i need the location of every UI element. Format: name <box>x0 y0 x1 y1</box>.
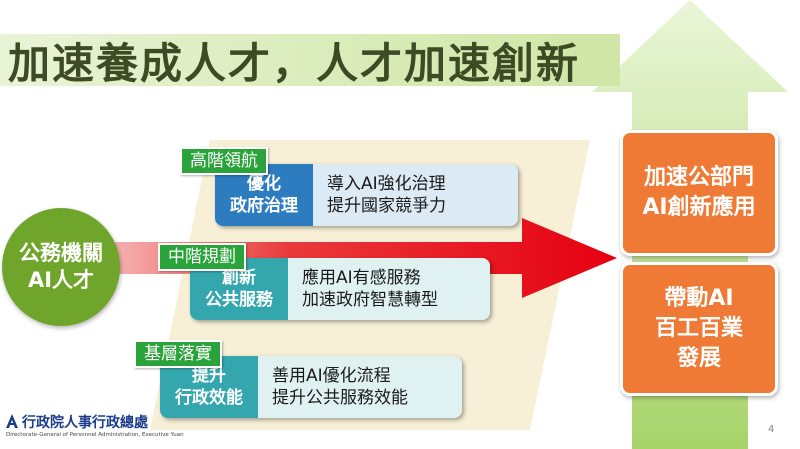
level-card-middle: 創新 公共服務 應用AI有感服務 加速政府智慧轉型 <box>190 258 490 320</box>
title-band <box>0 34 620 86</box>
outcome-industry-ai: 帶動AI 百工百業 發展 <box>620 262 778 396</box>
goal-line-2: 政府治理 <box>230 196 298 216</box>
level-tag-junior: 基層落實 <box>134 340 222 368</box>
organization-subtitle: Directorate-General of Personnel Adminis… <box>6 432 184 438</box>
level-tag-middle: 中階規劃 <box>158 243 246 271</box>
desc-line-1: 應用AI有感服務 <box>302 268 421 288</box>
outcome-line-3: 發展 <box>676 346 721 371</box>
level-card-senior-desc: 導入AI強化治理 提升國家競爭力 <box>313 164 518 226</box>
goal-line-2: 行政效能 <box>175 388 243 408</box>
goal-line-1: 提升 <box>192 366 226 386</box>
outcome-line-1: 加速公部門 <box>643 165 754 190</box>
circle-line-2: AI人才 <box>27 268 95 292</box>
page-number: 4 <box>768 424 775 435</box>
level-card-junior-desc: 善用AI優化流程 提升公共服務效能 <box>258 356 462 418</box>
goal-line-1: 創新 <box>222 268 256 288</box>
civil-service-ai-talent-circle: 公務機關 AI人才 <box>2 208 120 326</box>
organization-name: 行政院人事行政總處 <box>22 415 148 431</box>
level-card-junior: 提升 行政效能 善用AI優化流程 提升公共服務效能 <box>160 356 462 418</box>
level-tag-senior: 高階領航 <box>180 147 268 175</box>
organization-emblem-icon <box>6 414 18 428</box>
outcome-line-1: 帶動AI <box>664 286 734 311</box>
circle-line-1: 公務機關 <box>19 241 103 265</box>
page-title: 加速養成人才，人才加速創新 <box>8 39 581 88</box>
desc-line-2: 加速政府智慧轉型 <box>302 290 438 310</box>
outcome-public-sector-ai: 加速公部門 AI創新應用 <box>620 130 778 256</box>
outcome-line-2: 百工百業 <box>654 316 743 341</box>
desc-line-1: 善用AI優化流程 <box>272 366 391 386</box>
outcome-line-2: AI創新應用 <box>642 195 756 220</box>
desc-line-2: 提升公共服務效能 <box>272 388 408 408</box>
goal-line-2: 公共服務 <box>205 290 273 310</box>
desc-line-1: 導入AI強化治理 <box>327 174 446 194</box>
level-card-middle-desc: 應用AI有感服務 加速政府智慧轉型 <box>288 258 490 320</box>
level-card-senior: 優化 政府治理 導入AI強化治理 提升國家競爭力 <box>215 164 518 226</box>
goal-line-1: 優化 <box>247 174 281 194</box>
desc-line-2: 提升國家競爭力 <box>327 196 446 216</box>
